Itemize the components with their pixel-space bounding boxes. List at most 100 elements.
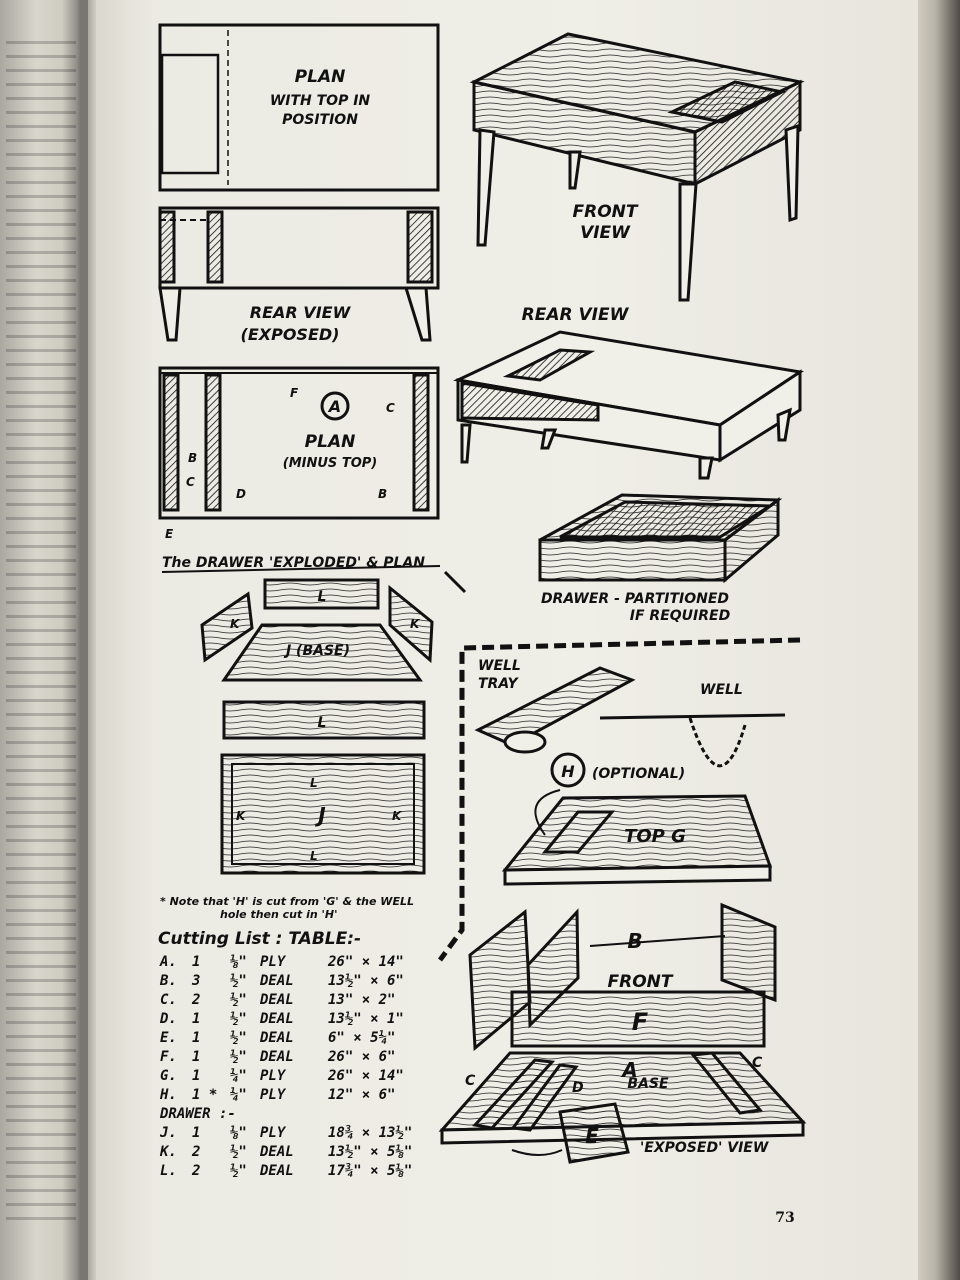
cutting-list-drawer_rows-1-size: 13½" × 5⅛" bbox=[328, 1144, 412, 1160]
part-l-label-4: L bbox=[310, 849, 318, 863]
cutting-list-table_rows-2-mat: DEAL bbox=[259, 992, 294, 1008]
cutting-list-table_rows-4-thk: ½" bbox=[230, 1030, 247, 1046]
cutting-list-table_rows-6-size: 26" × 14" bbox=[327, 1068, 404, 1084]
cutting-list-table_rows-3-size: 13½" × 1" bbox=[328, 1011, 404, 1027]
base-label: BASE bbox=[627, 1076, 669, 1092]
cutting-list-table_rows-5-size: 26" × 6" bbox=[327, 1049, 395, 1065]
cutting-list-table_rows-3-thk: ½" bbox=[230, 1011, 247, 1027]
cutting-list-table_rows-2-size: 13" × 2" bbox=[328, 992, 395, 1008]
left-page-text bbox=[6, 40, 76, 1220]
left-page bbox=[0, 0, 90, 1280]
cutting-list-table_rows-0-thk: ⅛" bbox=[230, 954, 247, 970]
cutting-list-table_rows-0-qty: 1 bbox=[192, 954, 200, 970]
cutting-list-drawer_rows-2-qty: 2 bbox=[191, 1163, 200, 1179]
cutting-list-table_rows-0-mat: PLY bbox=[260, 954, 287, 970]
part-k-label: K bbox=[230, 617, 241, 631]
cutting-list-drawer_rows-0-mat: PLY bbox=[260, 1125, 287, 1141]
cutting-list-table_rows-4-size: 6" × 5¼" bbox=[328, 1030, 395, 1046]
base-exposed bbox=[438, 1051, 807, 1164]
front-label: FRONT bbox=[608, 972, 674, 992]
page-edge bbox=[918, 0, 960, 1280]
cutting-list-table_rows-1-part: B. bbox=[159, 973, 177, 989]
part-d-label: D bbox=[236, 487, 246, 501]
part-l-label-2: L bbox=[318, 715, 327, 731]
parts-b-f bbox=[468, 902, 777, 1052]
part-c-label-3: C bbox=[465, 1073, 476, 1089]
part-l-label-3: L bbox=[310, 776, 318, 790]
rear-view-exposed-label: REAR VIEW bbox=[250, 303, 352, 322]
cutting-list-table_rows-1-size: 13½" × 6" bbox=[328, 973, 404, 989]
well-tray bbox=[474, 666, 786, 788]
part-b-label-2: B bbox=[378, 487, 387, 501]
part-b-label-3: B bbox=[627, 929, 642, 953]
cutting-list-drawer_rows-1-mat: DEAL bbox=[259, 1144, 294, 1160]
top-g-label: TOP G bbox=[624, 826, 686, 847]
part-a-label: A bbox=[620, 1058, 637, 1082]
well-label: WELL bbox=[700, 682, 743, 698]
cutting-list-heading: Cutting List : TABLE:- bbox=[158, 929, 361, 949]
part-d-label-2: D bbox=[572, 1080, 584, 1096]
gutter-shadow bbox=[62, 0, 96, 1280]
plan-minus-top bbox=[158, 366, 440, 520]
part-c-label-2: C bbox=[186, 475, 195, 489]
cutting-list-drawer_rows-2-mat: DEAL bbox=[259, 1163, 294, 1179]
cutting-list-table_rows-6-part: G. bbox=[160, 1068, 177, 1084]
cutting-list-table_rows-4-qty: 1 bbox=[192, 1030, 200, 1046]
section-divider bbox=[437, 637, 801, 962]
part-k-label-2: K bbox=[410, 617, 421, 631]
j-base-label: J (BASE) bbox=[283, 643, 350, 659]
cutting-list-drawer_rows-0-qty: 1 bbox=[192, 1125, 200, 1141]
well-tray-label-2: TRAY bbox=[478, 676, 520, 692]
well-tray-label: WELL bbox=[478, 658, 521, 674]
optional-label: (OPTIONAL) bbox=[592, 766, 685, 782]
plan-label-3: POSITION bbox=[282, 112, 358, 128]
cutting-list-table_rows-7-part: H. bbox=[159, 1087, 177, 1103]
cutting-list-table_rows-1-mat: DEAL bbox=[259, 973, 294, 989]
cutting-list-table_rows-2-qty: 2 bbox=[191, 992, 200, 1008]
rear-view-table bbox=[453, 330, 805, 480]
cutting-list-table_rows-7-thk: ¼" bbox=[230, 1087, 247, 1103]
exposed-view-label: 'EXPOSED' VIEW bbox=[640, 1140, 769, 1156]
cutting-list-table_rows-0-size: 26" × 14" bbox=[327, 954, 404, 970]
cutting-list-drawer_rows-1-qty: 2 bbox=[191, 1144, 200, 1160]
front-view-label-2: VIEW bbox=[580, 223, 631, 243]
part-l-label: L bbox=[318, 589, 327, 605]
part-k-label-4: K bbox=[392, 809, 403, 823]
cutting-list-table_rows-5-qty: 1 bbox=[192, 1049, 200, 1065]
top-g bbox=[501, 789, 773, 886]
cutting-list-table_rows-7-size: 12" × 6" bbox=[328, 1087, 395, 1103]
cutting-list-table_rows-5-thk: ½" bbox=[230, 1049, 247, 1065]
cutting-list-table_rows-1-thk: ½" bbox=[230, 973, 247, 989]
cutting-list-drawer_rows-0-part: J. bbox=[159, 1125, 177, 1141]
drawer-partitioned bbox=[538, 493, 783, 584]
rear-view-exposed-label-2: (EXPOSED) bbox=[241, 325, 340, 344]
part-k-label-3: K bbox=[236, 809, 247, 823]
cutting-list-drawer_rows-1-thk: ½" bbox=[230, 1144, 247, 1160]
plan-with-top bbox=[158, 23, 440, 192]
rear-view-label: REAR VIEW bbox=[522, 305, 630, 325]
plan-minus-top-label-2: (MINUS TOP) bbox=[283, 456, 377, 471]
cutting-list-drawer_rows-0-size: 18¾ × 13½" bbox=[328, 1125, 412, 1141]
rear-view-exposed bbox=[158, 206, 440, 342]
cutting-list-table_rows-7-qty: 1 * bbox=[192, 1087, 217, 1103]
drawer-partitioned-label-2: IF REQUIRED bbox=[630, 608, 730, 624]
note-line-2: hole then cut in 'H' bbox=[220, 908, 337, 921]
drawer-exploded bbox=[200, 578, 434, 875]
plan-minus-top-label: PLAN bbox=[305, 432, 356, 452]
drawer-partitioned-label: DRAWER - PARTITIONED bbox=[541, 591, 729, 607]
drawer-heading: DRAWER :- bbox=[159, 1106, 236, 1122]
part-e-label: E bbox=[165, 527, 174, 541]
part-e-label-2: E bbox=[585, 1124, 599, 1148]
front-view-table bbox=[469, 32, 805, 302]
part-c-label-4: C bbox=[752, 1055, 763, 1071]
cutting-list-drawer_rows-1-part: K. bbox=[159, 1144, 177, 1160]
page-number: 73 bbox=[775, 1210, 794, 1226]
cutting-list-drawer_rows-2-thk: ½" bbox=[230, 1163, 247, 1179]
plan-label-2: WITH TOP IN bbox=[270, 93, 371, 109]
part-a-marker: A bbox=[327, 397, 341, 416]
part-b-label: B bbox=[188, 451, 197, 465]
cutting-list-table_rows-7-mat: PLY bbox=[260, 1087, 287, 1103]
note-line-1: * Note that 'H' is cut from 'G' & the WE… bbox=[160, 895, 414, 908]
